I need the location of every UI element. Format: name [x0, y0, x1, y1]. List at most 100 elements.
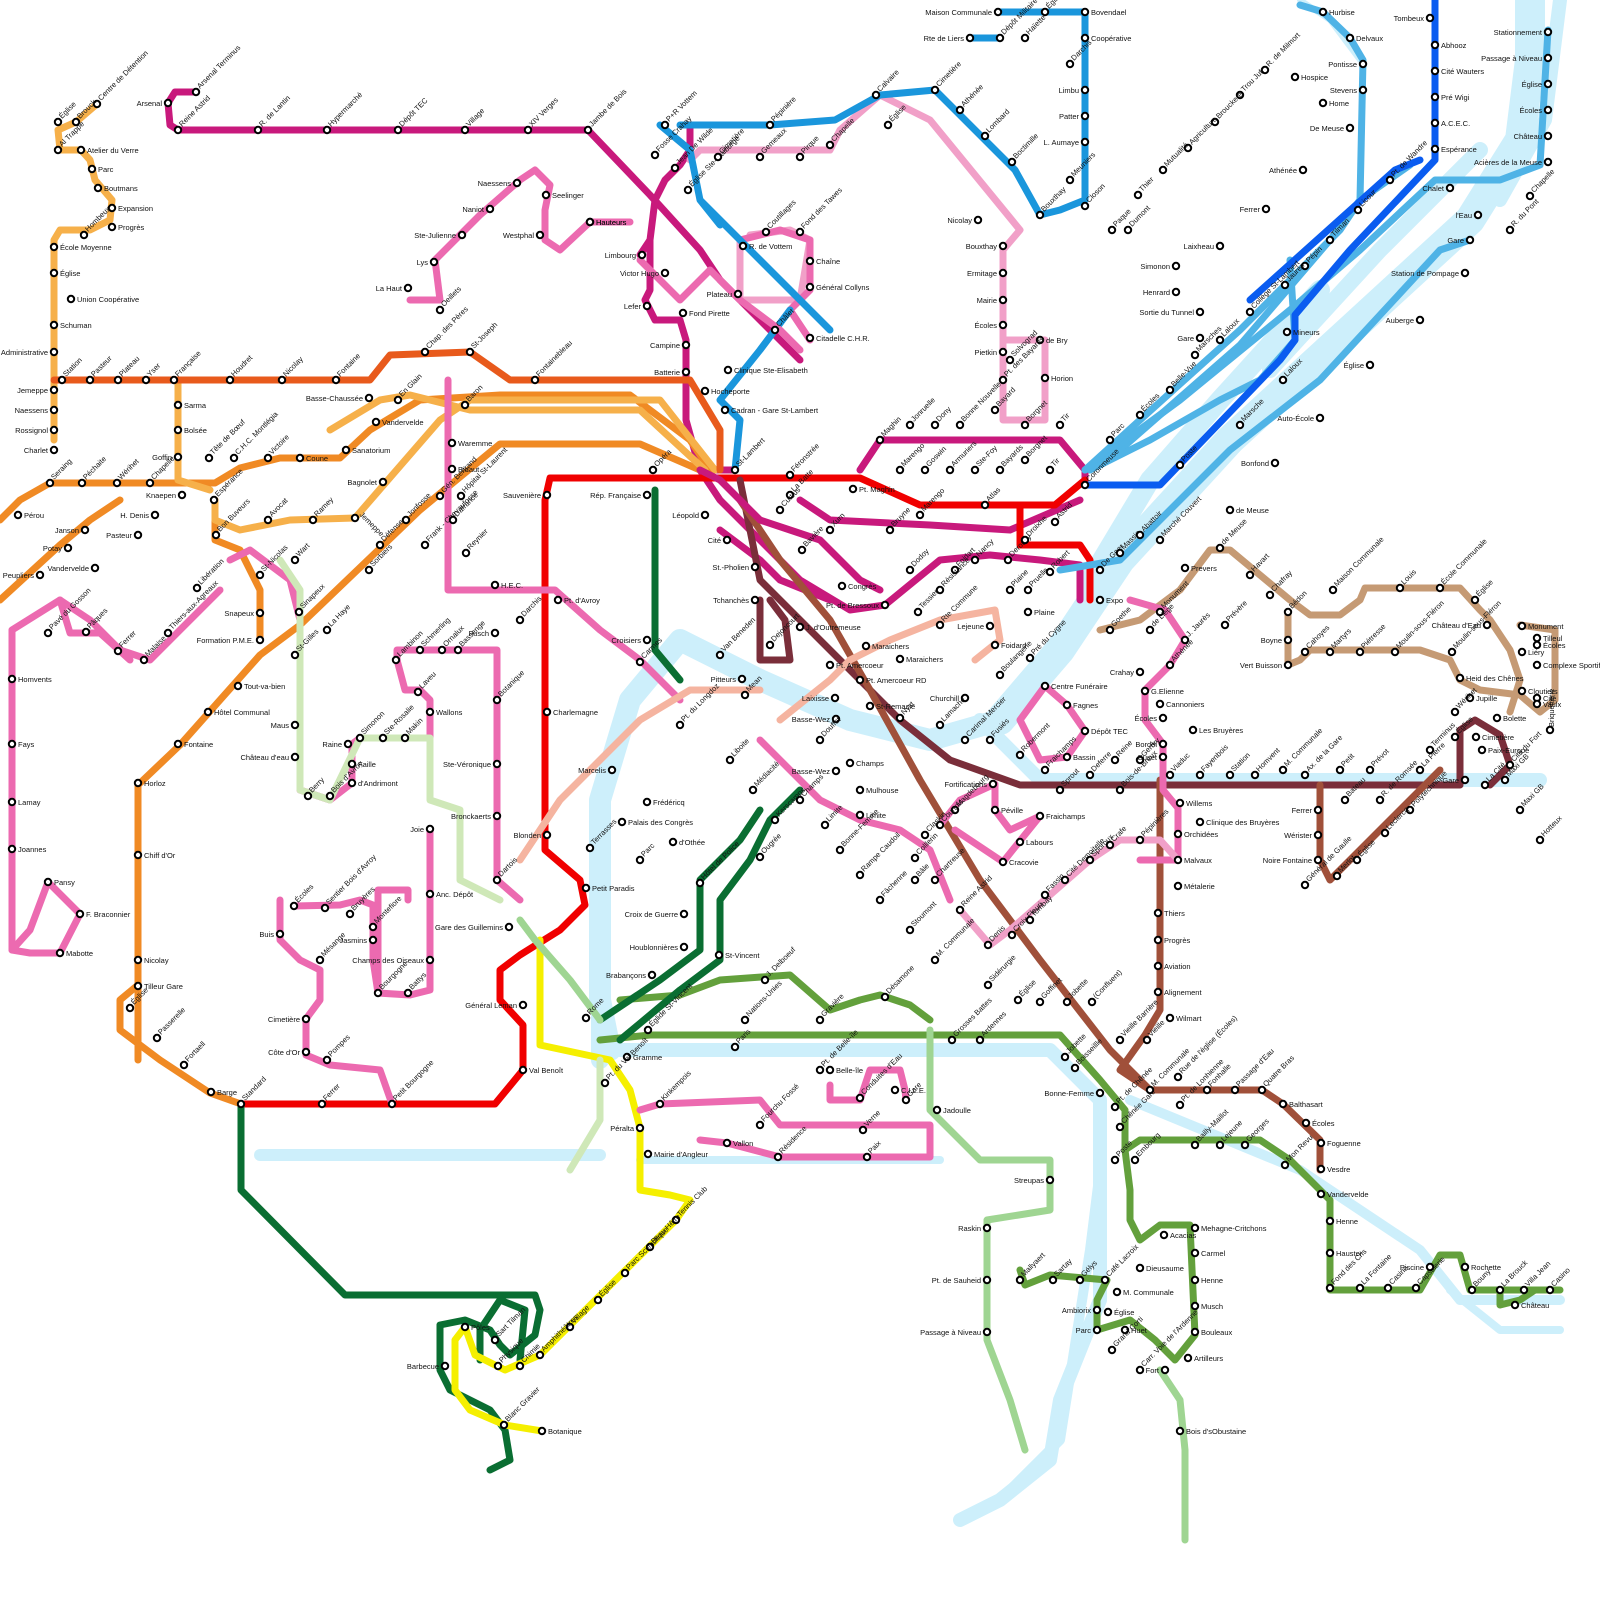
- station-marker[interactable]: [957, 422, 963, 428]
- station-marker[interactable]: [1315, 832, 1321, 838]
- station-marker[interactable]: [1117, 787, 1123, 793]
- station-marker[interactable]: [857, 1095, 863, 1101]
- station-marker[interactable]: [1462, 777, 1468, 783]
- station[interactable]: Auberge: [1386, 316, 1424, 325]
- station-marker[interactable]: [1105, 1309, 1111, 1315]
- station-marker[interactable]: [1182, 565, 1188, 571]
- station[interactable]: Ferrer: [1240, 205, 1270, 214]
- station[interactable]: Chalet: [1422, 184, 1453, 193]
- station-marker[interactable]: [1117, 1037, 1123, 1043]
- station-marker[interactable]: [817, 737, 823, 743]
- station-marker[interactable]: [847, 760, 853, 766]
- station[interactable]: Hotteux: [1537, 814, 1564, 844]
- station[interactable]: Brabançons: [606, 971, 655, 980]
- station-marker[interactable]: [1318, 1166, 1324, 1172]
- station-marker[interactable]: [45, 879, 51, 885]
- station-marker[interactable]: [380, 479, 386, 485]
- station-marker[interactable]: [492, 630, 498, 636]
- station-marker[interactable]: [539, 1428, 545, 1434]
- station-marker[interactable]: [193, 89, 199, 95]
- station-marker[interactable]: [319, 1101, 325, 1107]
- station[interactable]: F. Braconnier: [77, 910, 131, 919]
- station[interactable]: Église: [885, 103, 908, 129]
- station[interactable]: Anc. Dépôt: [427, 890, 474, 899]
- station-marker[interactable]: [583, 885, 589, 891]
- station-marker[interactable]: [135, 957, 141, 963]
- station-marker[interactable]: [115, 377, 121, 383]
- station-marker[interactable]: [208, 1089, 214, 1095]
- station-marker[interactable]: [897, 656, 903, 662]
- station-marker[interactable]: [1545, 81, 1551, 87]
- station-marker[interactable]: [715, 154, 721, 160]
- station-marker[interactable]: [1479, 747, 1485, 753]
- station[interactable]: Station de Pompage: [1391, 269, 1468, 278]
- station-marker[interactable]: [637, 1125, 643, 1131]
- station-marker[interactable]: [265, 455, 271, 461]
- station[interactable]: Home: [1320, 99, 1349, 108]
- station-marker[interactable]: [907, 927, 913, 933]
- station-marker[interactable]: [520, 1067, 526, 1073]
- station[interactable]: Rte de Liers: [924, 34, 974, 43]
- station[interactable]: Église: [51, 269, 81, 278]
- station-marker[interactable]: [9, 846, 15, 852]
- station[interactable]: Horloz: [135, 779, 166, 788]
- station-marker[interactable]: [1022, 35, 1028, 41]
- station[interactable]: Château d'eau: [240, 753, 298, 762]
- station-marker[interactable]: [1427, 15, 1433, 21]
- station-marker[interactable]: [1177, 1428, 1183, 1434]
- station[interactable]: Clinique des Bruyères: [1197, 818, 1280, 827]
- station[interactable]: Maison Communale: [1330, 535, 1386, 593]
- station[interactable]: Tir: [1047, 456, 1062, 473]
- station[interactable]: Bâle: [912, 861, 931, 883]
- station[interactable]: Athénée: [1269, 166, 1306, 175]
- station-marker[interactable]: [1155, 910, 1161, 916]
- station[interactable]: Houblonnières: [630, 943, 688, 952]
- station[interactable]: Tchanchès: [713, 596, 758, 605]
- station-marker[interactable]: [324, 127, 330, 133]
- station-marker[interactable]: [645, 1151, 651, 1157]
- station[interactable]: Wart: [292, 540, 312, 563]
- station-marker[interactable]: [1072, 1065, 1078, 1071]
- station-marker[interactable]: [644, 799, 650, 805]
- station-marker[interactable]: [1519, 649, 1525, 655]
- station[interactable]: Fraichamps: [1037, 812, 1086, 821]
- station[interactable]: Complexe Sportif: [1534, 661, 1600, 670]
- station[interactable]: Reine: [1112, 738, 1134, 763]
- station-marker[interactable]: [947, 467, 953, 473]
- station-marker[interactable]: [762, 977, 768, 983]
- station-marker[interactable]: [135, 780, 141, 786]
- station-marker[interactable]: [79, 480, 85, 486]
- station-marker[interactable]: [1452, 734, 1458, 740]
- station-marker[interactable]: [1517, 807, 1523, 813]
- station-marker[interactable]: [135, 532, 141, 538]
- station-marker[interactable]: [165, 100, 171, 106]
- station-marker[interactable]: [1272, 460, 1278, 466]
- station[interactable]: Maison Communale: [925, 8, 1001, 17]
- station[interactable]: École Moyenne: [51, 243, 112, 252]
- station-marker[interactable]: [1263, 206, 1269, 212]
- station[interactable]: Médiacité: [750, 759, 781, 793]
- station[interactable]: Bonfond: [1241, 459, 1278, 468]
- station-marker[interactable]: [357, 735, 363, 741]
- station-marker[interactable]: [987, 737, 993, 743]
- station[interactable]: Gare: [1447, 236, 1473, 245]
- station-marker[interactable]: [1157, 537, 1163, 543]
- station[interactable]: H. Denis: [120, 511, 158, 520]
- station-marker[interactable]: [775, 1154, 781, 1160]
- station-marker[interactable]: [739, 676, 745, 682]
- station[interactable]: Église: [1472, 578, 1495, 604]
- station[interactable]: Peupliers: [3, 571, 43, 580]
- station-marker[interactable]: [327, 793, 333, 799]
- station-marker[interactable]: [670, 839, 676, 845]
- station-marker[interactable]: [68, 296, 74, 302]
- station-marker[interactable]: [449, 466, 455, 472]
- station[interactable]: De Meuse: [1310, 124, 1353, 133]
- station-marker[interactable]: [1315, 807, 1321, 813]
- station-marker[interactable]: [662, 122, 668, 128]
- station[interactable]: Willems: [1177, 799, 1213, 808]
- station[interactable]: Lombard: [982, 107, 1012, 139]
- station-marker[interactable]: [683, 342, 689, 348]
- station-marker[interactable]: [37, 572, 43, 578]
- station-marker[interactable]: [1175, 883, 1181, 889]
- station[interactable]: Pt. Amercoeur RD: [857, 676, 927, 685]
